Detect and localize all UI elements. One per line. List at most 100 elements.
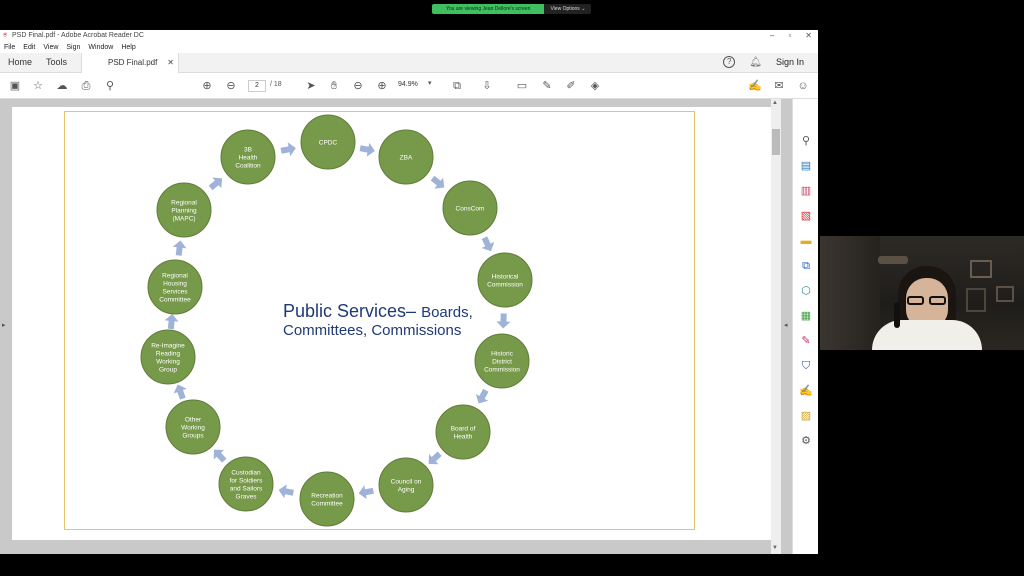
more-tools-icon[interactable]: ⚙: [801, 435, 811, 447]
request-signature-icon[interactable]: ✍: [799, 385, 813, 397]
draw-icon[interactable]: ✐: [566, 80, 576, 92]
cycle-node-label: Historic: [491, 351, 513, 358]
cycle-arrow: [428, 451, 442, 465]
zoom-level[interactable]: 94.9%: [398, 81, 418, 88]
tab-tools[interactable]: Tools: [46, 57, 68, 67]
zoom-dropdown-icon[interactable]: ▾: [428, 80, 432, 87]
add-user-icon[interactable]: ☺: [797, 80, 809, 92]
cycle-node-label: Board of: [451, 426, 476, 433]
menu-help[interactable]: Help: [121, 44, 136, 51]
cycle-arrow: [358, 485, 374, 500]
star-icon[interactable]: ☆: [33, 80, 43, 92]
email-icon[interactable]: ✉: [774, 80, 784, 92]
scroll-mode-icon[interactable]: ⇩: [482, 80, 492, 92]
menu-file[interactable]: File: [4, 44, 16, 51]
comment-tool-icon[interactable]: ▬: [800, 235, 812, 247]
fill-sign-icon[interactable]: ✎: [801, 335, 811, 347]
close-tab-icon[interactable]: ✕: [167, 58, 174, 67]
cycle-node-label: ZBA: [400, 155, 413, 162]
compress-icon[interactable]: ▦: [800, 310, 812, 322]
close-window-icon[interactable]: ✕: [805, 31, 812, 40]
scan-icon[interactable]: ⬡: [801, 285, 811, 297]
vertical-scrollbar[interactable]: [771, 99, 781, 554]
right-panel-toggle-icon[interactable]: ◂: [784, 322, 788, 329]
cycle-node-label: ConsCom: [456, 206, 485, 213]
cycle-node-label: Coalition: [235, 163, 261, 170]
combine-files-icon[interactable]: ⧉: [802, 260, 810, 272]
tab-document[interactable]: PSD Final.pdf ✕: [81, 53, 179, 73]
help-icon[interactable]: ?: [723, 56, 736, 68]
scroll-thumb[interactable]: [772, 129, 780, 155]
cycle-node-label: Committee: [159, 297, 191, 304]
stamp-icon[interactable]: ◈: [590, 80, 600, 92]
bell-icon[interactable]: 🔔︎: [749, 56, 762, 68]
cloud-upload-icon[interactable]: ☁: [56, 80, 68, 92]
slide-page-number: 2: [716, 553, 720, 554]
scroll-down-icon[interactable]: ▼: [772, 545, 778, 551]
create-pdf-icon[interactable]: ▧: [800, 210, 812, 222]
cycle-arrow: [173, 384, 187, 400]
save-icon[interactable]: ▣: [9, 80, 21, 92]
zoom-out-icon[interactable]: ⊖: [353, 80, 363, 92]
bookshelf: [820, 236, 880, 350]
cycle-arrow: [164, 314, 179, 330]
wall-frame: [970, 260, 992, 278]
left-panel-toggle-icon[interactable]: ▸: [2, 322, 6, 329]
headset-mic: [894, 302, 900, 328]
send-file-icon[interactable]: ▨: [800, 410, 812, 422]
menu-view[interactable]: View: [43, 44, 59, 51]
cycle-arrow: [475, 388, 489, 404]
search-tool-icon[interactable]: ⚲: [801, 135, 811, 147]
print-icon[interactable]: ⎙: [81, 80, 91, 92]
menu-sign[interactable]: Sign: [66, 44, 81, 51]
select-cursor-icon[interactable]: ➤: [306, 80, 316, 92]
fit-page-icon[interactable]: ⧉: [453, 80, 461, 92]
minimize-icon[interactable]: –: [770, 31, 775, 40]
participant-body: [872, 320, 982, 350]
cycle-node-label: Re-Imagine: [151, 343, 185, 350]
sign-pen-icon[interactable]: ✍: [748, 80, 762, 92]
protect-icon[interactable]: ⛉: [801, 360, 811, 372]
hand-tool-icon[interactable]: ✋︎: [330, 80, 338, 92]
cycle-node-label: Custodian: [231, 470, 261, 477]
menu-window[interactable]: Window: [88, 44, 114, 51]
page-number-input[interactable]: 2: [248, 80, 266, 92]
maximize-icon[interactable]: ▫: [788, 31, 792, 40]
cycle-arrow: [496, 313, 511, 329]
slide-title-line2: Committees, Commissions: [283, 322, 461, 339]
page-up-icon[interactable]: ⊕: [202, 80, 212, 92]
window-title: PSD Final.pdf - Adobe Acrobat Reader DC: [12, 32, 144, 39]
cycle-arrow: [172, 240, 187, 256]
lamp: [878, 256, 908, 264]
acrobat-app-icon: ⍟: [3, 32, 8, 39]
zoom-in-icon[interactable]: ⊕: [377, 80, 387, 92]
cycle-node: CPDC: [300, 114, 356, 170]
tab-document-label: PSD Final.pdf: [108, 58, 158, 67]
cycle-arrow: [481, 236, 495, 252]
cycle-arrow: [213, 449, 227, 463]
cycle-node-label: for Soldiers: [230, 478, 264, 485]
menu-edit[interactable]: Edit: [23, 44, 36, 51]
page-total: / 18: [270, 81, 282, 88]
cycle-node-label: Planning: [171, 208, 197, 215]
comment-icon[interactable]: ▭: [516, 80, 528, 92]
view-options-button[interactable]: View Options ⌄: [544, 4, 592, 14]
sign-in-button[interactable]: Sign In: [775, 57, 804, 67]
scroll-up-icon[interactable]: ▲: [772, 100, 778, 106]
cycle-node-label: Commission: [487, 282, 523, 289]
organize-pages-icon[interactable]: ▥: [800, 185, 812, 197]
zoom-search-icon[interactable]: ⚲: [105, 80, 115, 92]
cycle-arrow: [278, 484, 294, 499]
cycle-node-label: Working: [181, 425, 205, 432]
cycle-arrow: [208, 177, 223, 191]
page-down-icon[interactable]: ⊖: [226, 80, 236, 92]
highlight-pen-icon[interactable]: ✎: [542, 80, 552, 92]
tab-home[interactable]: Home: [8, 57, 33, 67]
export-pdf-icon[interactable]: ▤: [800, 160, 812, 172]
